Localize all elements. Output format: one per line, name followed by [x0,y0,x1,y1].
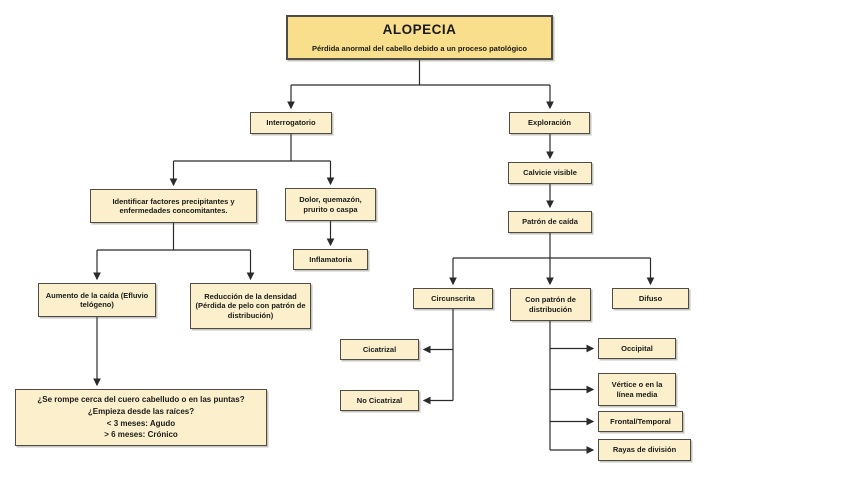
node-label: Reducción de la densidad (Pérdida de pel… [195,291,306,320]
node-label: Difuso [638,293,663,303]
node-label: Rayas de división [612,445,677,455]
node-label: Aumento de la caída (Efluvio telógeno) [45,290,149,309]
node-label: Exploración [528,118,571,128]
node-label: Frontal/Temporal [610,416,671,426]
node-label: Patrón de caída [522,217,578,227]
node-label: Interrogatorio [266,118,316,128]
node-label: Con patrón de distribución [525,295,576,314]
pregunta-line-1: ¿Se rompe cerca del cuero cabelludo o en… [37,395,245,405]
node-difuso: Difuso [612,288,689,309]
node-alopecia-title: ALOPECIA Pérdida anormal del cabello deb… [286,15,553,60]
node-label: Calvicie visible [523,168,577,178]
node-calvicie-visible: Calvicie visible [508,162,592,184]
node-occipital: Occipital [598,338,676,359]
node-vertice-linea-media: Vértice o en la línea media [598,373,676,406]
node-label: Cicatrizal [362,344,397,354]
node-interrogatorio: Interrogatorio [250,112,332,134]
node-label: Vértice o en la línea media [611,380,663,399]
pregunta-line-4: > 6 meses: Crónico [104,430,178,440]
diagram-subtitle: Pérdida anormal del cabello debido a un … [311,43,528,53]
pregunta-line-2: ¿Empieza desde las raíces? [87,406,195,416]
node-label: Occipital [621,343,653,353]
node-rayas-division: Rayas de división [598,439,691,461]
node-label: Inflamatoria [309,254,352,264]
node-exploracion: Exploración [509,112,590,134]
node-frontal-temporal: Frontal/Temporal [598,411,683,432]
node-identificar-factores: Identificar factores precipitantes y enf… [90,189,257,223]
node-cicatrizal: Cicatrizal [340,339,419,360]
node-con-patron-distribucion: Con patrón de distribución [510,288,591,321]
node-no-cicatrizal: No Cicatrizal [340,390,419,411]
node-label: No Cicatrizal [356,395,403,405]
node-aumento-caida: Aumento de la caída (Efluvio telógeno) [38,283,156,317]
node-label: Identificar factores precipitantes y enf… [112,196,235,215]
node-circunscrita: Circunscrita [413,288,493,309]
node-dolor-quemazon: Dolor, quemazón, prurito o caspa [285,188,376,221]
node-reduccion-densidad: Reducción de la densidad (Pérdida de pel… [190,283,311,329]
node-patron-caida: Patrón de caída [508,211,592,233]
diagram-title: ALOPECIA [382,21,457,37]
node-label: Dolor, quemazón, prurito o caspa [299,195,362,214]
node-label: Circunscrita [431,293,475,303]
node-inflamatoria: Inflamatoria [293,249,368,270]
pregunta-line-3: < 3 meses: Agudo [106,418,176,428]
node-pregunta-rotura: ¿Se rompe cerca del cuero cabelludo o en… [15,389,267,446]
